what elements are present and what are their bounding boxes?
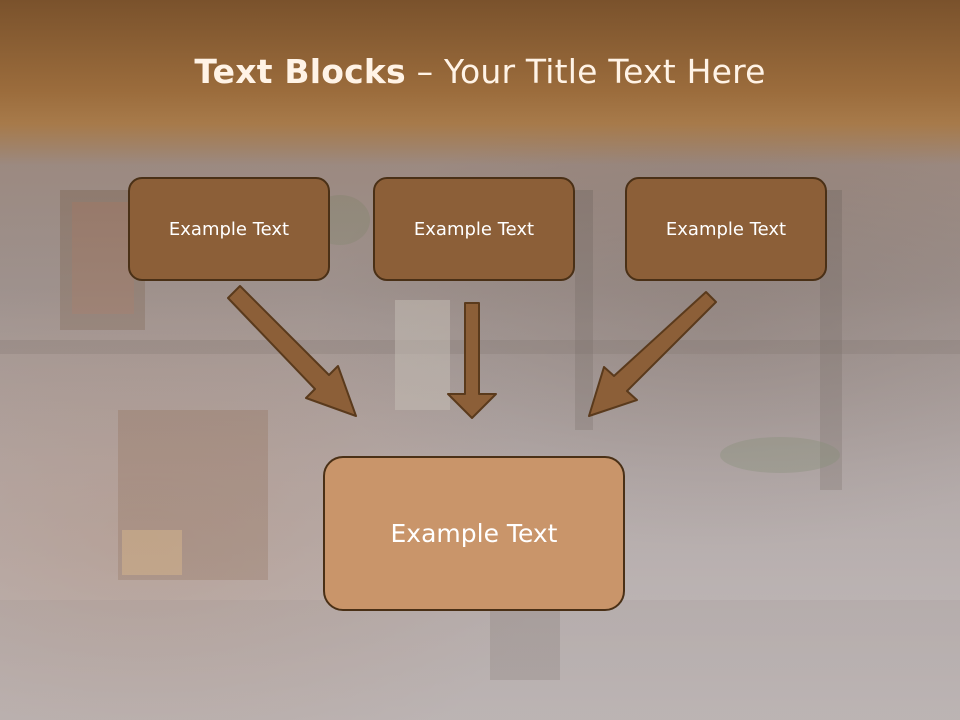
text-block-3: Example Text: [625, 177, 827, 281]
text-block-1: Example Text: [128, 177, 330, 281]
title-rest: Your Title Text Here: [443, 52, 766, 91]
title-dash: –: [405, 52, 444, 91]
center-text-block: Example Text: [323, 456, 625, 611]
title-bold: Text Blocks: [194, 52, 406, 91]
text-block-2: Example Text: [373, 177, 575, 281]
title-band: [0, 0, 960, 165]
slide-title: Text Blocks – Your Title Text Here: [0, 52, 960, 91]
